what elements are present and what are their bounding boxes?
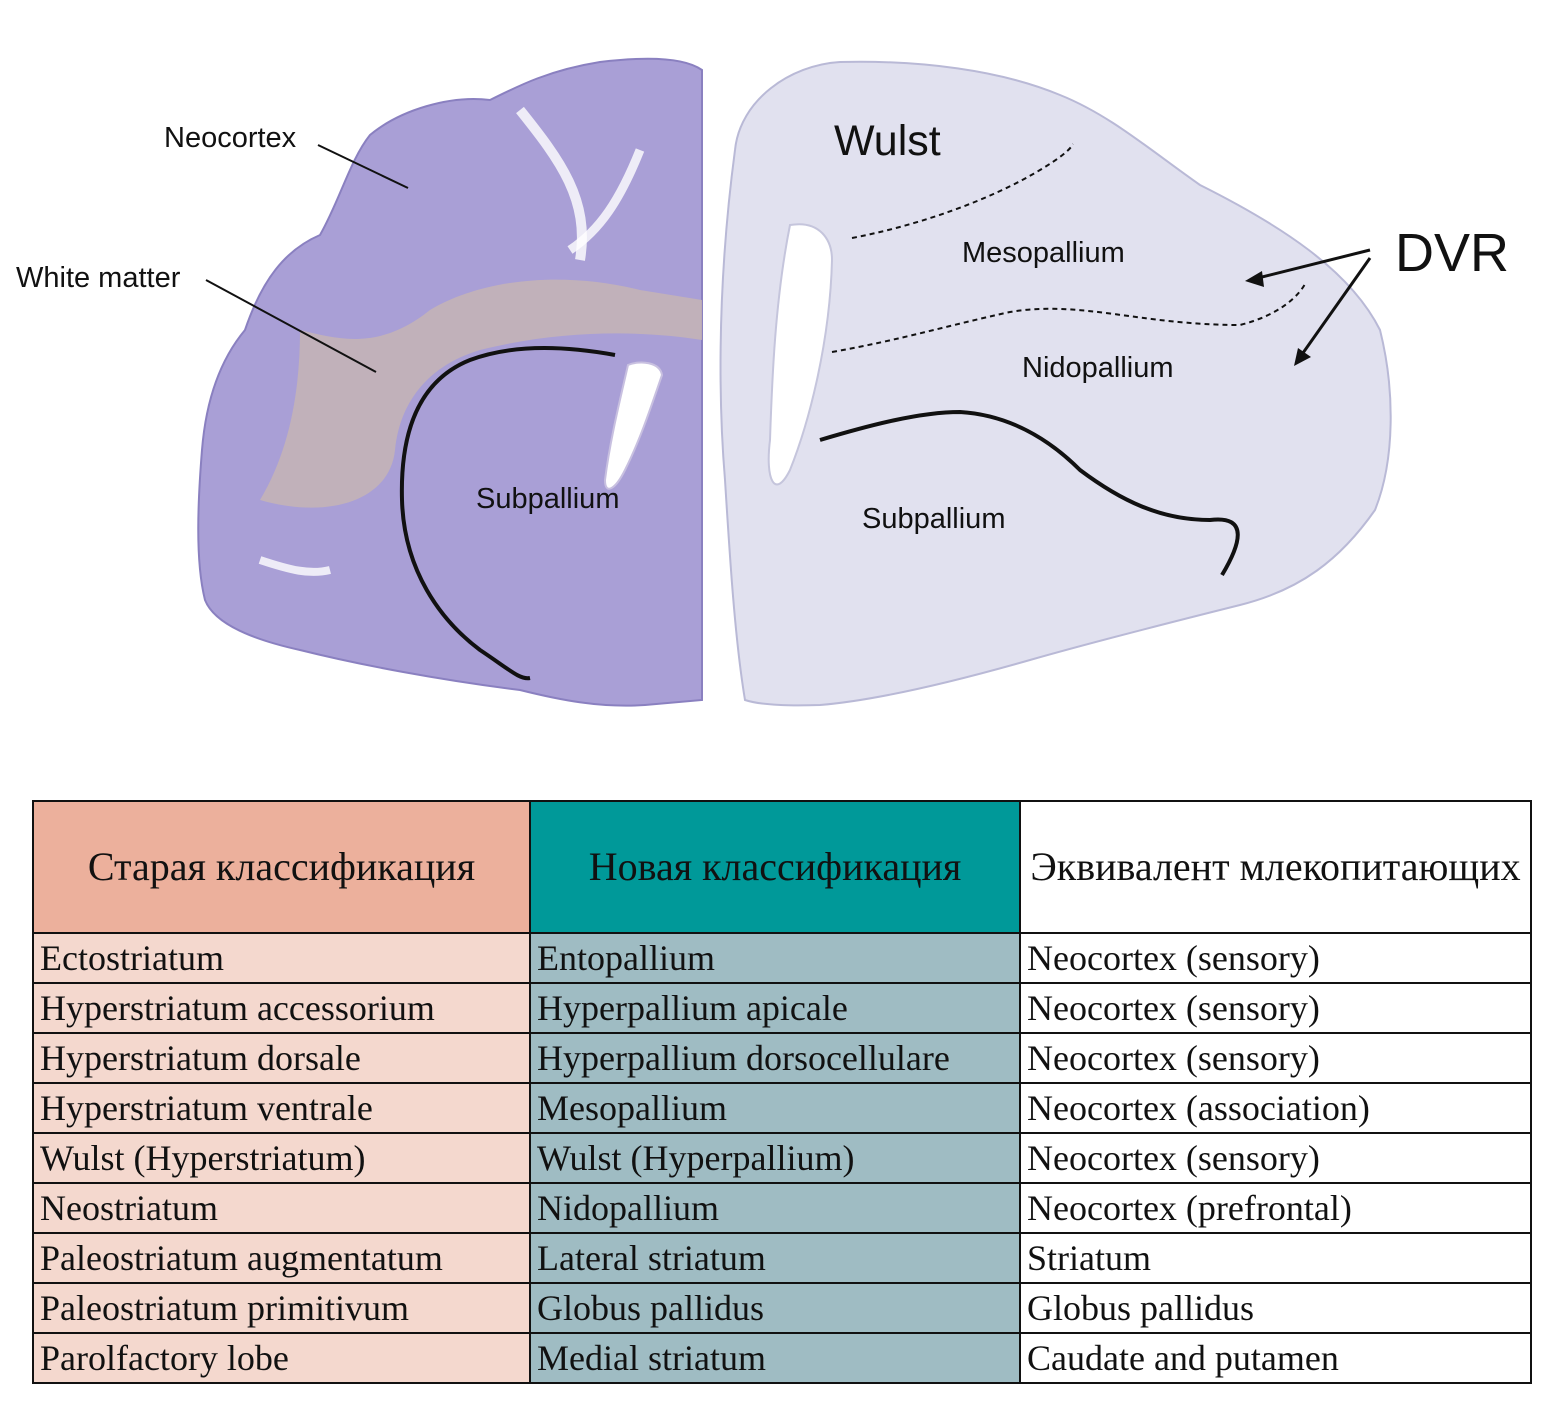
new-term-cell: Hyperpallium dorsocellulare bbox=[529, 1032, 1021, 1084]
mesopallium-label: Mesopallium bbox=[962, 237, 1125, 269]
old-term-cell: Ectostriatum bbox=[32, 932, 531, 984]
ventricle bbox=[603, 361, 664, 490]
old-term-cell: Neostriatum bbox=[32, 1182, 531, 1234]
table-row: Ectostriatum Entopallium Neocortex (sens… bbox=[32, 932, 1532, 984]
neocortex-leader-line bbox=[317, 144, 409, 189]
dvr-arrowhead-upper bbox=[1245, 271, 1264, 287]
bird-ventricle bbox=[767, 223, 834, 486]
table-row: Wulst (Hyperstriatum) Wulst (Hyperpalliu… bbox=[32, 1132, 1532, 1184]
mammal-equivalent-cell: Neocortex (sensory) bbox=[1019, 932, 1532, 984]
table-row: Parolfactory lobe Medial striatum Caudat… bbox=[32, 1332, 1532, 1384]
new-term-cell: Entopallium bbox=[529, 932, 1021, 984]
mammal-equivalent-cell: Globus pallidus bbox=[1019, 1282, 1532, 1334]
sulcus-3 bbox=[258, 556, 331, 576]
mammal-equivalent-header: Эквивалент млекопитающих bbox=[1019, 800, 1532, 934]
old-term-cell: Hyperstriatum dorsale bbox=[32, 1032, 531, 1084]
new-classification-header: Новая классификация bbox=[529, 800, 1021, 934]
white-matter-label: White matter bbox=[16, 262, 181, 294]
mammal-subpallium-label: Subpallium bbox=[476, 483, 619, 515]
wulst-boundary bbox=[851, 143, 1074, 239]
table-row: Hyperstriatum accessorium Hyperpallium a… bbox=[32, 982, 1532, 1034]
table-row: Hyperstriatum dorsale Hyperpallium dorso… bbox=[32, 1032, 1532, 1084]
mammal-equivalent-cell: Caudate and putamen bbox=[1019, 1332, 1532, 1384]
old-term-cell: Paleostriatum primitivum bbox=[32, 1282, 531, 1334]
old-term-cell: Hyperstriatum accessorium bbox=[32, 982, 531, 1034]
mammal-pallium-boundary bbox=[399, 346, 616, 681]
classification-table: Старая классификация Новая классификация… bbox=[32, 800, 1532, 1384]
nidopallium-label: Nidopallium bbox=[1022, 352, 1174, 384]
bird-tissue bbox=[719, 60, 1392, 707]
new-term-cell: Wulst (Hyperpallium) bbox=[529, 1132, 1021, 1184]
new-term-cell: Lateral striatum bbox=[529, 1232, 1021, 1284]
white-matter-leader-line bbox=[205, 279, 377, 373]
bird-pallium-boundary bbox=[819, 409, 1240, 577]
brain-sections-figure: Neocortex White matter Subpallium Wulst … bbox=[16, 57, 1509, 707]
dvr-arrowhead-lower bbox=[1294, 348, 1311, 366]
old-term-cell: Hyperstriatum ventrale bbox=[32, 1082, 531, 1134]
old-term-cell: Paleostriatum augmentatum bbox=[32, 1232, 531, 1284]
mammal-brain-section: Neocortex White matter Subpallium bbox=[16, 57, 703, 707]
table-row: Neostriatum Nidopallium Neocortex (prefr… bbox=[32, 1182, 1532, 1234]
table-row: Hyperstriatum ventrale Mesopallium Neoco… bbox=[32, 1082, 1532, 1134]
neocortex-label: Neocortex bbox=[164, 122, 297, 154]
sulcus-2 bbox=[567, 148, 645, 254]
new-term-cell: Mesopallium bbox=[529, 1082, 1021, 1134]
new-term-cell: Nidopallium bbox=[529, 1182, 1021, 1234]
table-row: Paleostriatum augmentatum Lateral striat… bbox=[32, 1232, 1532, 1284]
mammal-equivalent-cell: Neocortex (sensory) bbox=[1019, 982, 1532, 1034]
dvr-label: DVR bbox=[1395, 223, 1509, 283]
bird-subpallium-label: Subpallium bbox=[862, 503, 1005, 535]
bird-brain-section: Wulst Mesopallium Nidopallium Subpallium… bbox=[719, 60, 1509, 707]
table-header-row: Старая классификация Новая классификация… bbox=[32, 800, 1532, 934]
old-classification-header: Старая классификация bbox=[32, 800, 531, 934]
dvr-arrow-lower bbox=[1296, 257, 1372, 361]
old-term-cell: Wulst (Hyperstriatum) bbox=[32, 1132, 531, 1184]
mammal-equivalent-cell: Neocortex (prefrontal) bbox=[1019, 1182, 1532, 1234]
white-matter-region bbox=[260, 279, 702, 508]
mammal-equivalent-cell: Neocortex (sensory) bbox=[1019, 1132, 1532, 1184]
new-term-cell: Globus pallidus bbox=[529, 1282, 1021, 1334]
mammal-equivalent-cell: Striatum bbox=[1019, 1232, 1532, 1284]
old-term-cell: Parolfactory lobe bbox=[32, 1332, 531, 1384]
mammal-equivalent-cell: Neocortex (association) bbox=[1019, 1082, 1532, 1134]
dvr-arrow-upper bbox=[1249, 248, 1371, 282]
wulst-label: Wulst bbox=[834, 117, 941, 165]
table-row: Paleostriatum primitivum Globus pallidus… bbox=[32, 1282, 1532, 1334]
new-term-cell: Medial striatum bbox=[529, 1332, 1021, 1384]
mammal-equivalent-cell: Neocortex (sensory) bbox=[1019, 1032, 1532, 1084]
new-term-cell: Hyperpallium apicale bbox=[529, 982, 1021, 1034]
